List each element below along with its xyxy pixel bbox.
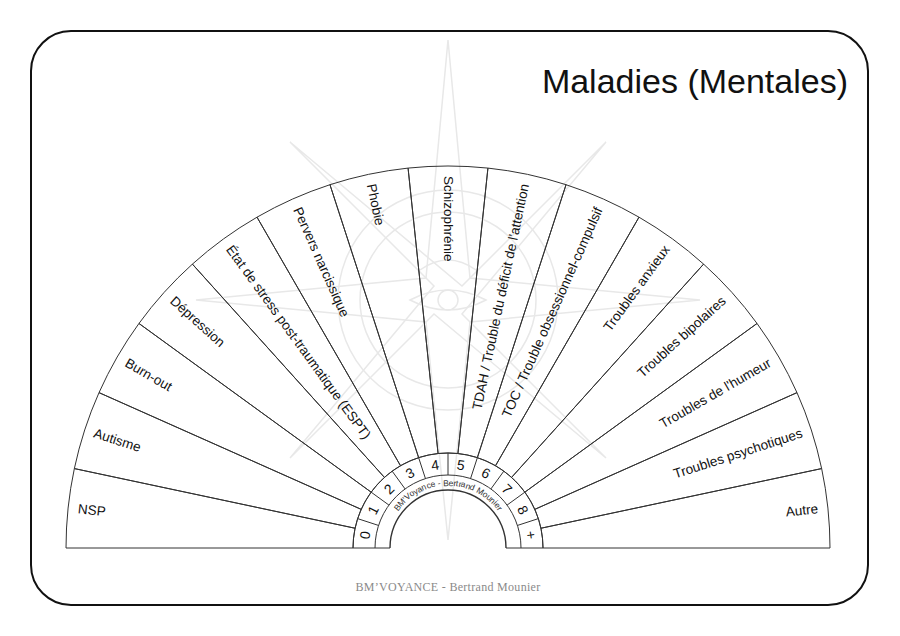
- sector-label: Dépression: [166, 293, 227, 350]
- ring-number: 5: [456, 456, 466, 473]
- sector-label: Troubles psychotiques: [671, 426, 804, 482]
- ring-number: 6: [479, 464, 493, 482]
- sector-label: TOC / Trouble obsessionnel-compulsif: [499, 205, 606, 420]
- sector-label: Troubles bipolaires: [635, 293, 730, 381]
- ring-number: 0: [356, 530, 373, 540]
- number-ring: [353, 453, 543, 548]
- sector-outline: [66, 166, 830, 550]
- sector-outline: [66, 166, 830, 550]
- sector-label: NSP: [77, 501, 106, 519]
- sector-outline: [66, 166, 830, 550]
- sector-label: Autre: [785, 501, 819, 520]
- ring-number: 1: [364, 503, 382, 517]
- sector-label: Troubles anxieux: [600, 242, 673, 334]
- sector-outline: [66, 166, 830, 550]
- ring-number: 7: [499, 480, 516, 497]
- sector-wedge: [525, 323, 797, 509]
- sector-wedge: [99, 323, 371, 509]
- sector-wedge: [408, 166, 488, 454]
- sector-wedge: [330, 168, 438, 458]
- page-frame: [31, 31, 868, 605]
- sun-watermark: [196, 40, 700, 540]
- signature-letter: e: [448, 479, 453, 489]
- sector-outline: [66, 166, 830, 550]
- chart-sector: Autre: [66, 166, 830, 548]
- sector-wedge: [257, 185, 419, 466]
- chart-title: Maladies (Mentales): [542, 62, 848, 101]
- sector-label: Schizophrénie: [440, 176, 456, 262]
- sector-label: Phobie: [363, 183, 387, 227]
- ring-number: 8: [514, 503, 532, 517]
- sector-label: Autisme: [92, 426, 143, 456]
- sector-wedge: [66, 469, 355, 548]
- ring-number: 2: [380, 480, 397, 497]
- sector-wedge: [192, 217, 400, 477]
- ring-number: +: [522, 530, 539, 541]
- ring-number: 4: [430, 456, 440, 473]
- signature-letter: B: [443, 479, 449, 489]
- ring-number: 3: [403, 464, 417, 482]
- sector-outline: [66, 166, 830, 550]
- sector-label: Burn-out: [122, 355, 175, 394]
- sector-wedge: [535, 393, 822, 529]
- sector-label: Troubles de l'humeur: [657, 355, 774, 431]
- sector-label: État de stress post-traumatique (ESPT): [223, 242, 374, 442]
- signature-letter: -: [437, 479, 441, 489]
- sector-wedge: [541, 469, 830, 548]
- sector-wedge: [74, 393, 361, 529]
- sector-outline: [66, 166, 830, 550]
- footer-credit: BM’VOYANCE - Bertrand Mounier: [355, 581, 540, 595]
